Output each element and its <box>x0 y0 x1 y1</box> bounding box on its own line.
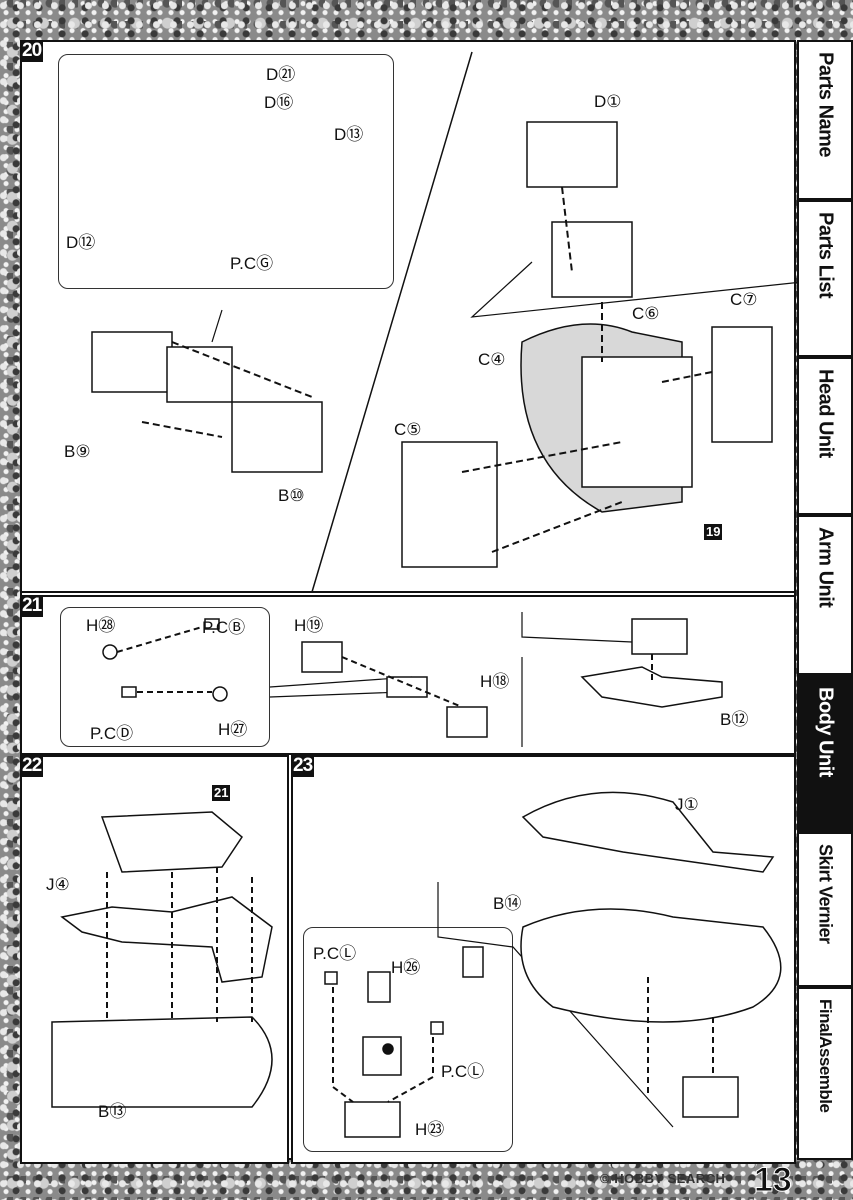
part-label: C⑦ <box>730 290 758 309</box>
part-label: H㉖ <box>391 958 421 977</box>
detail-inset <box>58 54 394 289</box>
part-label: C④ <box>478 350 506 369</box>
instruction-page: 20 <box>20 40 803 1164</box>
part-label: H㉓ <box>415 1120 445 1139</box>
part-label: B⑨ <box>64 442 91 461</box>
part-label: H⑲ <box>294 616 324 635</box>
tab-parts-name[interactable]: Parts Name <box>797 40 853 200</box>
step-23-diagram <box>324 791 782 1138</box>
tab-skirt-vernier[interactable]: Skirt Vernier <box>797 832 853 987</box>
part-label: P.CⒼ <box>230 254 274 273</box>
part-label: P.CⓁ <box>313 944 357 963</box>
part-label: P.CⓁ <box>441 1062 485 1081</box>
part-label: H⑱ <box>480 672 510 691</box>
step-number: 22 <box>20 755 44 777</box>
part-label: D⑯ <box>264 93 294 112</box>
part-label: J④ <box>46 875 70 894</box>
step-23: 23 J① B⑭ P.CⓁ H㉖ P.CⓁ H㉓ <box>291 755 796 1164</box>
part-label: B⑬ <box>98 1102 127 1121</box>
step-number: 20 <box>20 40 44 62</box>
watermark: © HOBBY SEARCH <box>600 1171 726 1186</box>
tab-body-unit[interactable]: Body Unit <box>797 675 853 832</box>
tab-label: FinalAssemble <box>816 999 835 1113</box>
part-label: D⑫ <box>66 233 96 252</box>
part-label: B⑫ <box>720 710 749 729</box>
step-number: 23 <box>291 755 315 777</box>
part-label: H㉘ <box>86 616 116 635</box>
section-tabs: Parts Name Parts List Head Unit Arm Unit… <box>797 40 853 1160</box>
part-label: H㉗ <box>218 720 248 739</box>
part-label: D⑬ <box>334 125 364 144</box>
tab-label: Parts Name <box>814 52 837 158</box>
part-label: J① <box>675 795 699 814</box>
tab-label: Body Unit <box>814 687 837 777</box>
tab-final-assemble[interactable]: FinalAssemble <box>797 987 853 1160</box>
part-label: B⑭ <box>493 894 522 913</box>
detail-inset <box>60 607 270 747</box>
part-label: D① <box>594 92 622 111</box>
tab-label: Head Unit <box>814 369 837 458</box>
part-label: B⑩ <box>278 486 305 505</box>
page-number: 13 <box>754 1161 793 1200</box>
step-number: 21 <box>20 595 44 617</box>
step-21: 21 H㉘ P.CⒷ P.CⒹ H㉗ H⑲ H⑱ B⑫ <box>20 595 796 755</box>
part-label: D㉑ <box>266 65 296 84</box>
tab-arm-unit[interactable]: Arm Unit <box>797 515 853 675</box>
step-22: 22 21 J④ B⑬ <box>20 755 289 1164</box>
step-reference: 21 <box>212 785 231 801</box>
tab-label: Parts List <box>814 212 837 299</box>
step-reference: 19 <box>704 524 723 540</box>
tab-parts-list[interactable]: Parts List <box>797 200 853 357</box>
step-21-diagram <box>102 612 723 747</box>
step-22-diagram <box>51 811 273 1108</box>
step-20: 20 <box>20 40 803 593</box>
part-label: P.CⒹ <box>90 724 134 743</box>
part-label: P.CⒷ <box>202 618 246 637</box>
tab-head-unit[interactable]: Head Unit <box>797 357 853 515</box>
tab-label: Skirt Vernier <box>815 844 836 944</box>
tab-label: Arm Unit <box>814 527 837 608</box>
part-label: C⑥ <box>632 304 660 323</box>
part-label: C⑤ <box>394 420 422 439</box>
